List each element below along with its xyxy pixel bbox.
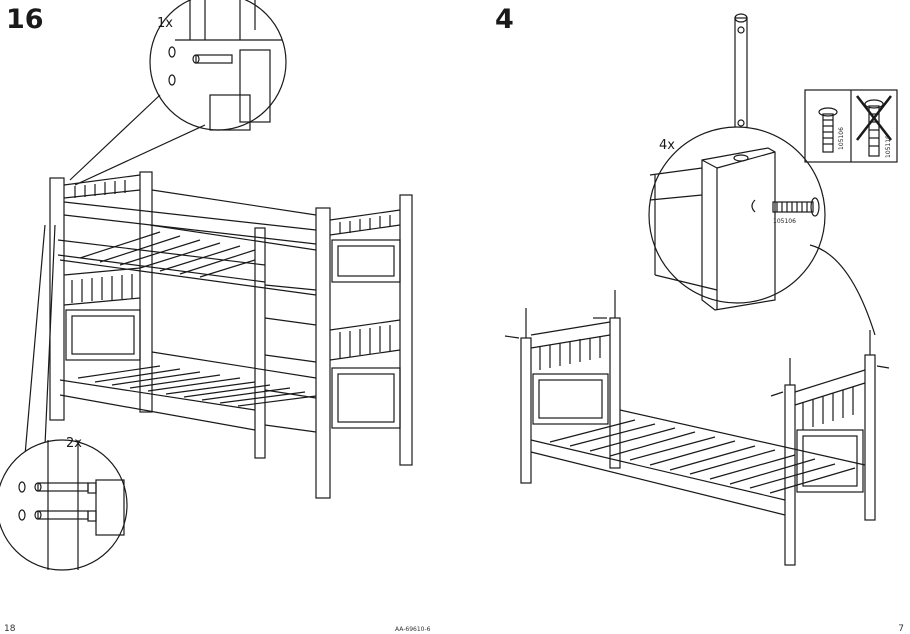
- top-callout-quantity: 1x: [157, 16, 173, 31]
- wooden-dowel-icon: [168, 46, 233, 86]
- wrong-bolt-crossed-icon: [856, 95, 892, 157]
- single-bed-assembly-illustration: 105106: [504, 13, 898, 566]
- wrong-part-label: 105119: [885, 135, 892, 158]
- top-callout: [149, 0, 287, 131]
- bunk-bed-frame: [49, 171, 413, 499]
- parts-comparison-box: 105106 105119: [804, 89, 898, 163]
- ok-part-label: 105106: [838, 127, 845, 150]
- bolt-part-label: 105106: [773, 218, 796, 225]
- step-number-16: 16: [6, 4, 44, 35]
- screw-callout: 105106: [648, 126, 826, 311]
- document-code: AA-69610-6: [395, 626, 431, 633]
- allen-bolt-icon: [818, 107, 838, 153]
- single-bed-frame: [504, 290, 890, 566]
- step-number-4: 4: [495, 4, 514, 35]
- page-number-left: 18: [4, 624, 16, 634]
- bunk-bed-assembly-illustration: [0, 0, 413, 571]
- page-number-right: 7: [898, 624, 904, 634]
- bottom-callout-quantity: 2x: [66, 436, 82, 451]
- wooden-dowel-icon: [18, 481, 97, 522]
- right-page: 4: [455, 0, 910, 634]
- barrel-nut-icon: [734, 13, 748, 139]
- left-page: 16: [0, 0, 413, 571]
- bottom-callout: [0, 439, 128, 571]
- callout-quantity: 4x: [659, 138, 675, 153]
- allen-bolt-icon: [772, 197, 820, 217]
